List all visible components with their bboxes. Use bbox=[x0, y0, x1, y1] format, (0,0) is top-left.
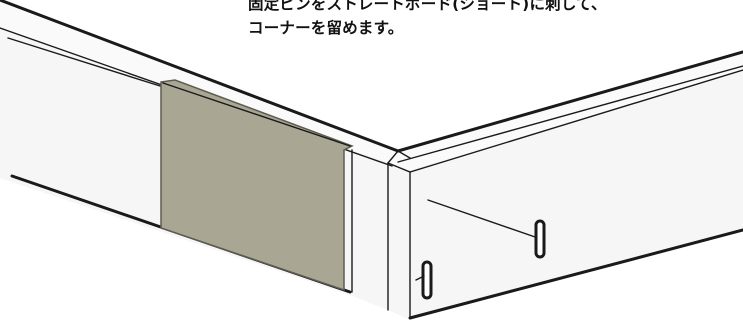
left-board-top-edge bbox=[0, 0, 400, 153]
corner-join bbox=[387, 150, 411, 164]
inset-panel bbox=[160, 79, 354, 292]
fixing-pin-left bbox=[415, 260, 433, 300]
instruction-line-1: 固定ピンをストレートボード(ショート)に刺して、 bbox=[248, 0, 607, 13]
right-board-top-inner bbox=[397, 65, 743, 163]
left-board-top bbox=[0, 0, 402, 162]
right-board-face bbox=[410, 70, 743, 320]
instruction-line-2: コーナーを留めます。 bbox=[248, 19, 404, 37]
instruction-text: 固定ピンをストレートボード(ショート)に刺して、 コーナーを留めます。 bbox=[248, 0, 607, 40]
corner-cap-outline bbox=[387, 69, 743, 173]
inset-panel-top-edge bbox=[162, 82, 351, 147]
right-board-top-edge bbox=[396, 50, 743, 153]
fixing-pin-right bbox=[427, 199, 546, 259]
left-board-lower-groove bbox=[7, 37, 161, 87]
right-board-bottom-edge bbox=[408, 228, 743, 320]
